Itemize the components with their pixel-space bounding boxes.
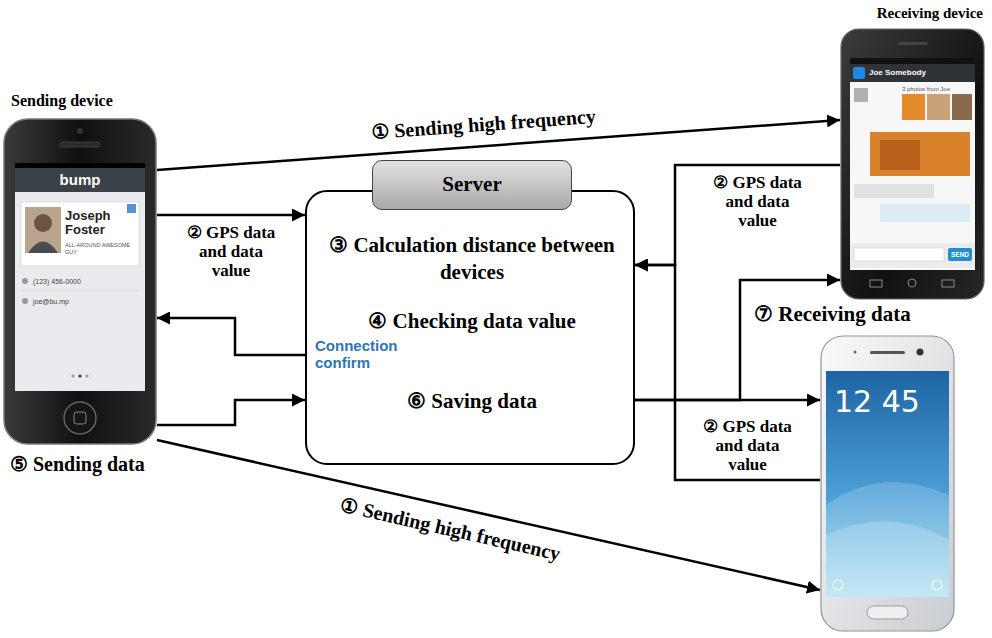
contact-name: Joseph Foster [65, 209, 127, 237]
sending-device-phone: Sending devicebumpJoseph FosterALL-AROUN… [3, 118, 157, 445]
arrow-connector [635, 165, 840, 265]
screen-text: Joe Somebody [869, 68, 926, 78]
illustration-part [21, 290, 139, 291]
server-box: Server③ Calculation distance between dev… [305, 190, 635, 465]
illustration-part [870, 351, 905, 354]
illustration-part [25, 207, 61, 253]
lock-screen-clock: 12 45 [834, 385, 920, 419]
process-step: ⑥ Saving data [322, 388, 622, 415]
illustration-part [78, 374, 81, 377]
illustration-part [4, 119, 156, 444]
app-title: bump [15, 170, 145, 190]
illustration-part [826, 371, 949, 597]
screen-text: 3 photos from Joe [902, 85, 950, 93]
step-label: ⑦ Receiving data [752, 302, 913, 327]
illustration-part [908, 279, 916, 287]
illustration-part [71, 374, 74, 377]
signal-label: ① Sending high frequency [368, 104, 598, 145]
illustration-part [867, 606, 908, 619]
data-label: ② GPS data and data value [696, 417, 800, 474]
contact-phone: (123) 456-0000 [33, 277, 81, 286]
arrow-connector [635, 265, 820, 480]
illustration-part [854, 248, 944, 261]
illustration-part [821, 336, 954, 631]
send-button-text: SEND [948, 248, 972, 261]
server-tab-title: Server [372, 160, 572, 210]
confirm-label: Connection confirm [313, 337, 413, 372]
illustration-part [853, 67, 865, 79]
illustration-part [850, 64, 975, 82]
arrow-connector [635, 280, 840, 400]
illustration-part [902, 94, 925, 120]
arrow-connector [635, 399, 820, 402]
illustration-part [34, 214, 52, 232]
illustration-part [880, 140, 920, 170]
samsung-phone-illustration [820, 335, 955, 632]
illustration-part [932, 580, 942, 590]
device-heading: Sending device [11, 91, 113, 111]
contact-tagline: ALL-AROUND AWESOME GUY [65, 242, 137, 256]
illustration-part [854, 351, 857, 354]
illustration-part [870, 132, 970, 176]
illustration-part [28, 242, 58, 254]
illustration-part [15, 168, 145, 192]
step-label: ⑤ Sending data [8, 452, 147, 476]
illustration-part [850, 58, 975, 64]
illustration-part [826, 482, 949, 597]
process-step: ③ Calculation distance between devices [322, 232, 622, 287]
illustration-part [22, 298, 28, 304]
illustration-part [15, 163, 145, 391]
process-step: ④ Checking data value [322, 308, 622, 335]
signal-label: ① Sending high frequency [336, 492, 565, 566]
illustration-part [917, 349, 924, 356]
illustration-part [880, 204, 970, 222]
illustration-part [826, 521, 949, 597]
receiving-device-phone: 12 45 [820, 335, 955, 632]
arrow-connector [157, 214, 305, 217]
data-label: ② GPS data and data value [706, 173, 810, 230]
illustration-part [74, 412, 86, 424]
device-heading: Receiving device [877, 4, 983, 23]
illustration-part [870, 280, 882, 287]
illustration-part [77, 128, 83, 134]
illustration-part [841, 29, 984, 299]
illustration-part [854, 184, 934, 198]
receiving-device-phone: Receiving deviceJoe Somebody3 photos fro… [840, 28, 985, 300]
illustration-part [22, 278, 28, 284]
illustration-part [948, 248, 972, 261]
illustration-part [60, 142, 100, 147]
illustration-part [85, 374, 88, 377]
illustration-part [854, 88, 868, 102]
illustration-part [898, 42, 928, 45]
illustration-part [833, 580, 843, 590]
illustration-part [927, 94, 950, 120]
illustration-part [21, 202, 139, 266]
illustration-part [64, 402, 96, 434]
illustration-part [850, 243, 975, 268]
arrow-connector [157, 400, 305, 425]
arrow-connector [157, 318, 305, 355]
illustration-part [127, 204, 136, 213]
contact-email: joe@bu.mp [33, 297, 69, 306]
illustration-part [15, 163, 145, 168]
data-label: ② GPS data and data value [179, 223, 283, 280]
illustration-part [952, 94, 972, 120]
illustration-part [850, 58, 975, 270]
illustration-part [942, 280, 954, 287]
